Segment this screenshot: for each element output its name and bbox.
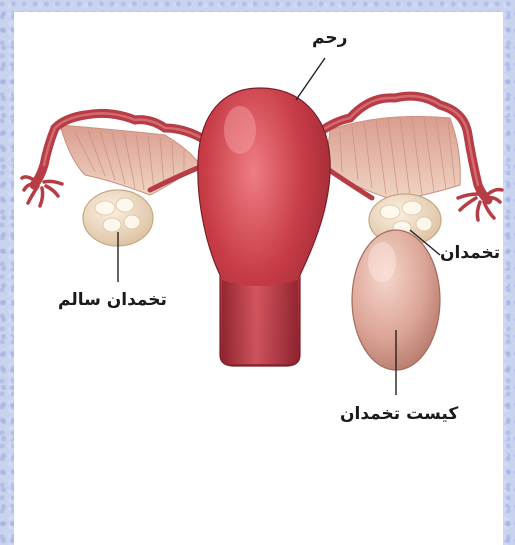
uterus-cervix	[222, 280, 298, 364]
left-membrane	[60, 125, 200, 195]
label-ovary: تخمدان	[440, 243, 500, 263]
label-uterus: رحم	[312, 28, 347, 48]
label-healthy-ovary: تخمدان سالم	[58, 290, 167, 310]
right-membrane	[325, 117, 460, 201]
leader-line-uterus	[296, 58, 325, 100]
label-ovarian-cyst: کیست تخمدان	[340, 404, 458, 424]
